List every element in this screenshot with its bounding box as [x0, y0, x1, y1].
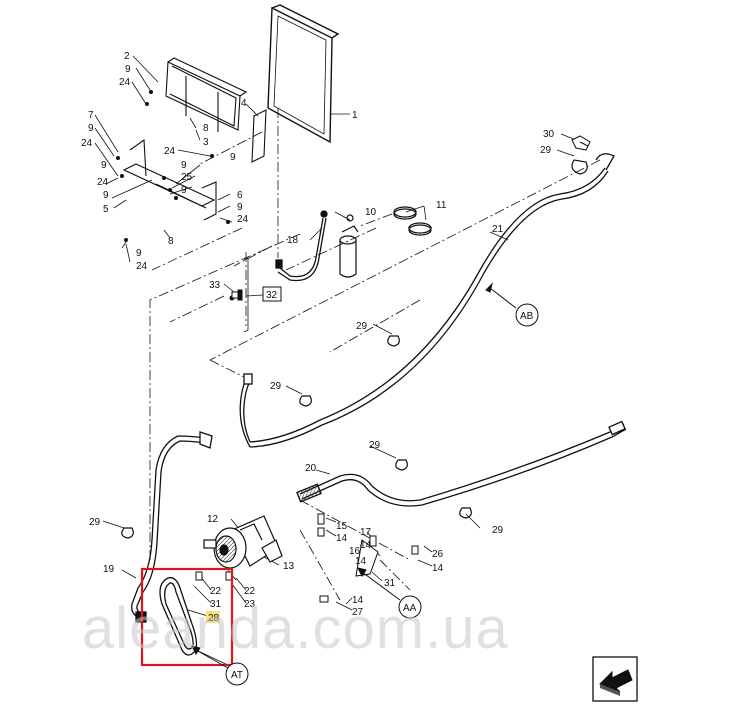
label-8a: 8: [203, 123, 209, 134]
label-7: 7: [88, 110, 94, 121]
label-14a: 14: [336, 533, 348, 544]
label-23: 23: [244, 599, 256, 610]
label-20: 20: [305, 463, 317, 474]
label-9c: 9: [230, 152, 236, 163]
label-highlight: [206, 611, 220, 623]
hose-20: [296, 420, 627, 507]
label-9b: 9: [88, 123, 94, 134]
label-24a: 24: [119, 77, 131, 88]
label-14d: 14: [432, 563, 444, 574]
label-21: 21: [492, 224, 504, 235]
pressure-switch: [231, 289, 243, 301]
label-9a: 9: [125, 64, 131, 75]
label-24f: 24: [136, 261, 148, 272]
label-22a: 22: [210, 586, 222, 597]
fasteners: [116, 90, 235, 301]
highlight-box: [140, 567, 234, 667]
label-29f: 29: [89, 517, 101, 528]
label-24c: 24: [164, 146, 176, 157]
label-11: 11: [436, 200, 447, 211]
label-19: 19: [103, 564, 115, 575]
compressor: [203, 515, 283, 569]
marker-AT: AT: [231, 670, 243, 681]
watermark: aleanda.com.ua: [82, 596, 509, 661]
label-25: 25: [181, 172, 193, 183]
label-1: 1: [352, 110, 358, 121]
bracket-assembly: [122, 57, 267, 221]
label-10: 10: [365, 207, 377, 218]
label-18: 18: [287, 235, 299, 246]
part-labels: 1 2 9 24 7 9 24 8 3 4 24 9 9 24 9 25 9 9…: [81, 51, 555, 681]
condenser: [267, 4, 340, 144]
label-3: 3: [203, 137, 209, 148]
label-28: 28: [208, 613, 220, 624]
label-30: 30: [543, 129, 555, 140]
label-9f: 9: [181, 185, 187, 196]
label-9g: 9: [103, 190, 109, 201]
label-24d: 24: [97, 177, 109, 188]
label-16: 16: [349, 546, 361, 557]
label-15: 15: [336, 521, 348, 532]
label-5: 5: [103, 204, 109, 215]
label-29e: 29: [492, 525, 504, 536]
hose-21: [239, 153, 615, 448]
clips-29: [121, 159, 588, 539]
label-4: 4: [241, 98, 247, 109]
label-2: 2: [124, 51, 130, 62]
marker-AB: AB: [520, 311, 534, 322]
label-31b: 31: [210, 599, 222, 610]
label-32: 32: [266, 290, 278, 301]
centre-lines: [149, 108, 601, 601]
label-6: 6: [237, 190, 243, 201]
label-12: 12: [207, 514, 219, 525]
label-9h: 9: [237, 202, 243, 213]
section-markers: [191, 282, 539, 686]
label-9d: 9: [101, 160, 107, 171]
bracket-32: [243, 257, 249, 333]
hose-18: [275, 210, 328, 282]
label-22b: 22: [244, 586, 256, 597]
marker-AA: AA: [403, 603, 417, 614]
hose-clamps: [393, 206, 432, 236]
hose-19: [131, 431, 213, 623]
label-9i: 9: [136, 248, 142, 259]
label-8b: 8: [168, 236, 174, 247]
label-29c: 29: [270, 381, 282, 392]
label-14e: 14: [352, 595, 364, 606]
mount-bolts: [195, 513, 419, 603]
label-29a: 29: [540, 145, 552, 156]
label-33: 33: [209, 280, 221, 291]
direction-arrow-icon: [592, 656, 638, 702]
label-17: 17: [360, 527, 372, 538]
label-24b: 24: [81, 138, 93, 149]
label-29b: 29: [356, 321, 368, 332]
receiver-drier: [339, 214, 359, 278]
boxed-label-frame: [262, 286, 282, 302]
label-31a: 31: [384, 578, 396, 589]
label-14b: 14: [360, 540, 372, 551]
label-24e: 24: [237, 214, 249, 225]
label-13: 13: [283, 561, 295, 572]
fitting-30: [571, 135, 591, 151]
label-14c: 14: [355, 556, 367, 567]
label-9e: 9: [181, 160, 187, 171]
label-27: 27: [352, 607, 364, 618]
label-29d: 29: [369, 440, 381, 451]
label-26: 26: [432, 549, 444, 560]
